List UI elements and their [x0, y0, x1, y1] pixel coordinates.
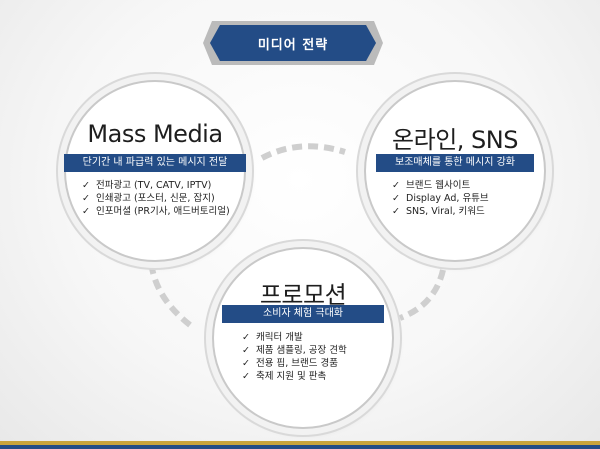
list-item: ✓축제 지원 및 판촉: [242, 371, 327, 382]
list-item: ✓캐릭터 개발: [242, 332, 303, 343]
list-item: ✓전용 핍, 브랜드 경품: [242, 358, 338, 369]
check-icon: ✓: [392, 180, 400, 191]
check-icon: ✓: [242, 345, 250, 356]
footer-gold-bar: [0, 441, 600, 445]
arrow-right: [398, 269, 446, 321]
circle-title: 온라인, SNS: [392, 126, 518, 154]
circle-subtitle-bar: 보조매체를 통한 메시지 강화: [376, 154, 534, 172]
circle-mass-media: Mass Media 단기간 내 파급력 있는 메시지 전달 ✓전파광고 (TV…: [64, 80, 246, 262]
list-item: ✓인포머셜 (PR기사, 애드버토리얼): [82, 206, 230, 217]
circle-online-sns: 온라인, SNS 보조매체를 통한 메시지 강화 ✓브랜드 웹사이트 ✓Disp…: [364, 80, 546, 262]
check-icon: ✓: [242, 332, 250, 343]
circle-subtitle-bar: 단기간 내 파급력 있는 메시지 전달: [64, 154, 246, 172]
check-icon: ✓: [242, 358, 250, 369]
circle-list: ✓전파광고 (TV, CATV, IPTV) ✓인쇄광고 (포스터, 신문, 잡…: [82, 179, 230, 218]
arrow-top: [260, 143, 346, 161]
list-item: ✓SNS, Viral, 키워드: [392, 206, 485, 217]
list-item: ✓인쇄광고 (포스터, 신문, 잡지): [82, 193, 215, 204]
circle-list: ✓브랜드 웹사이트 ✓Display Ad, 유튜브 ✓SNS, Viral, …: [392, 179, 489, 218]
circle-subtitle-bar: 소비자 체험 극대화: [222, 305, 384, 323]
list-item: ✓전파광고 (TV, CATV, IPTV): [82, 180, 212, 191]
list-item: ✓브랜드 웹사이트: [392, 180, 471, 191]
check-icon: ✓: [82, 180, 90, 191]
check-icon: ✓: [82, 206, 90, 217]
check-icon: ✓: [392, 206, 400, 217]
arrow-left: [149, 267, 192, 328]
page-title: 미디어 전략: [210, 25, 376, 61]
circle-list: ✓캐릭터 개발 ✓제품 샘플링, 공장 견학 ✓전용 핍, 브랜드 경품 ✓축제…: [242, 331, 347, 383]
circle-title: 프로모션: [259, 281, 347, 309]
check-icon: ✓: [392, 193, 400, 204]
circle-title: Mass Media: [87, 120, 223, 148]
footer-blue-bar: [0, 445, 600, 449]
check-icon: ✓: [82, 193, 90, 204]
circle-promotion: 프로모션 소비자 체험 극대화 ✓캐릭터 개발 ✓제품 샘플링, 공장 견학 ✓…: [212, 247, 394, 429]
list-item: ✓Display Ad, 유튜브: [392, 193, 489, 204]
check-icon: ✓: [242, 371, 250, 382]
list-item: ✓제품 샘플링, 공장 견학: [242, 345, 347, 356]
